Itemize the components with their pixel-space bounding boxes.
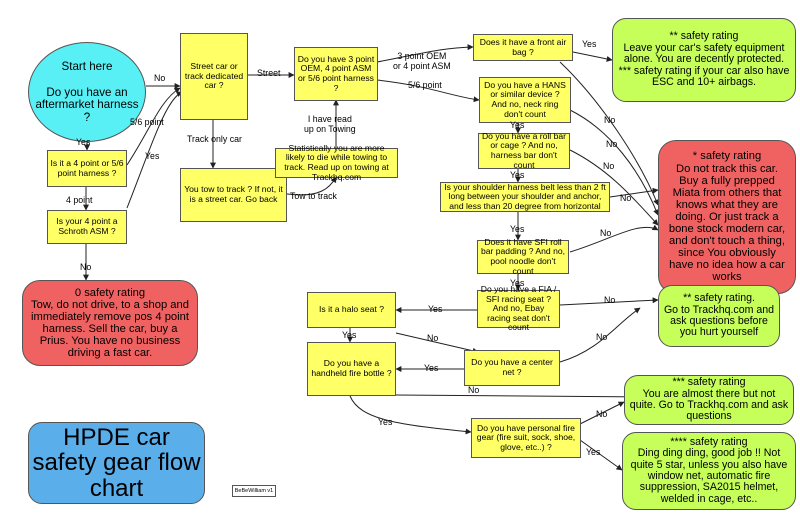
front-air-bag-box: Does it have a front air bag ? [473, 34, 573, 61]
four-or-five-six-box: Is it a 4 point or 5/6 point harness ? [47, 150, 127, 187]
label-shoulder-yes: Yes [510, 224, 525, 234]
hans-device-box: Do you have a HANS or similar device ? A… [479, 77, 571, 123]
label-airbag-yes: Yes [582, 39, 597, 49]
shoulder-belt-box: Is your shoulder harness belt less than … [440, 182, 610, 212]
start-circle: Start here Do you have an aftermarket ha… [28, 42, 146, 142]
edge-net-no [559, 307, 641, 363]
edge-fia-no [559, 297, 659, 306]
edge-schroth-yes [126, 91, 183, 209]
fia-seat-box: Do you have a FIA / SFI racing seat ? An… [477, 284, 560, 332]
label-sfi-yes: Yes [510, 278, 525, 288]
author-tag: BeBeWilliam v1 [232, 485, 276, 497]
tow-to-track-box: You tow to track ? If not, it is a stree… [180, 168, 287, 222]
label-sfi-no: No [600, 228, 612, 238]
edge-shoulder-no [609, 187, 659, 198]
towing-stats-box: Statistically you are more likely to die… [275, 143, 398, 181]
edge-harness-56pt [376, 79, 480, 103]
label-bottle-no: No [468, 385, 480, 395]
edge-airbag-no [559, 61, 659, 206]
label-roll-no: No [603, 161, 615, 171]
halo-seat-box: Is it a halo seat ? [307, 292, 396, 328]
label-street: Street [257, 68, 281, 78]
label-start-yes: Yes [76, 137, 91, 147]
edge-hans-no [569, 109, 659, 216]
label-track-only: Track only car [187, 134, 242, 144]
edge-airbag-yes [572, 51, 613, 62]
label-schroth-no: No [80, 262, 92, 272]
label-halo-yes: Yes [342, 330, 357, 340]
edge-bottle-no [395, 393, 659, 400]
rating-4-box: **** safety rating Ding ding ding, good … [622, 432, 796, 510]
edge-roll-no [569, 149, 659, 226]
label-net-yes: Yes [424, 363, 439, 373]
rating-2-mid-box: ** safety rating. Go to Trackhq.com and … [658, 285, 780, 347]
label-fia-yes: Yes [428, 304, 443, 314]
roll-bar-box: Do you have a roll bar or cage ? And no,… [478, 131, 570, 169]
label-five-six-point: 5/6 point [408, 80, 442, 90]
label-halo-no: No [427, 333, 439, 343]
label-three-point: 3 point OEM or 4 point ASM [393, 51, 451, 71]
harness-type-box: Do you have 3 point OEM, 4 point ASM or … [294, 47, 378, 101]
street-or-track-box: Street car or track dedicated car ? [180, 33, 248, 120]
label-start-no: No [154, 73, 166, 83]
edge-tow-to-track [286, 176, 337, 196]
label-hans-yes: Yes [510, 120, 525, 130]
rating-0-box: 0 safety rating Tow, do not drive, to a … [22, 280, 198, 366]
edge-sfi-no [569, 224, 659, 253]
edge-gear-no [579, 401, 625, 425]
label-roll-yes: Yes [510, 170, 525, 180]
label-airbag-no: No [604, 115, 616, 125]
label-hans-no: No [606, 139, 618, 149]
edge-halo-no [395, 332, 479, 354]
label-harness-yes: Yes [145, 151, 160, 161]
label-net-no: No [596, 332, 608, 342]
chart-title: HPDE car safety gear flow chart [28, 422, 205, 504]
edge-gear-yes [579, 439, 623, 471]
sfi-padding-box: Does it have SFI roll bar padding ? And … [477, 237, 569, 275]
fire-bottle-box: Do you have a handheld fire bottle ? [307, 342, 396, 396]
label-harness-five-six: 5/6 point [130, 117, 164, 127]
label-gear-no: No [596, 409, 608, 419]
rating-3-box: *** safety rating You are almost there b… [624, 375, 794, 425]
label-four-point: 4 point [66, 195, 93, 205]
rating-1-box: * safety rating Do not track this car. B… [658, 140, 796, 294]
rating-2-top-box: ** safety rating Leave your car's safety… [612, 18, 796, 102]
label-bottle-yes: Yes [378, 417, 393, 427]
label-read-towing: I have read up on Towing [304, 114, 356, 134]
fire-gear-box: Do you have personal fire gear (fire sui… [471, 418, 581, 458]
label-shoulder-no: No [620, 193, 632, 203]
edge-harness-3pt [376, 44, 474, 63]
center-net-box: Do you have a center net ? [464, 350, 560, 386]
edge-bottle-yes [349, 395, 472, 435]
label-fia-no: No [604, 295, 616, 305]
edge-harness-56-yes [126, 87, 181, 166]
label-tow-to-track: Tow to track [290, 191, 337, 201]
label-gear-yes: Yes [586, 447, 601, 457]
schroth-box: Is your 4 point a Schroth ASM ? [47, 210, 127, 244]
